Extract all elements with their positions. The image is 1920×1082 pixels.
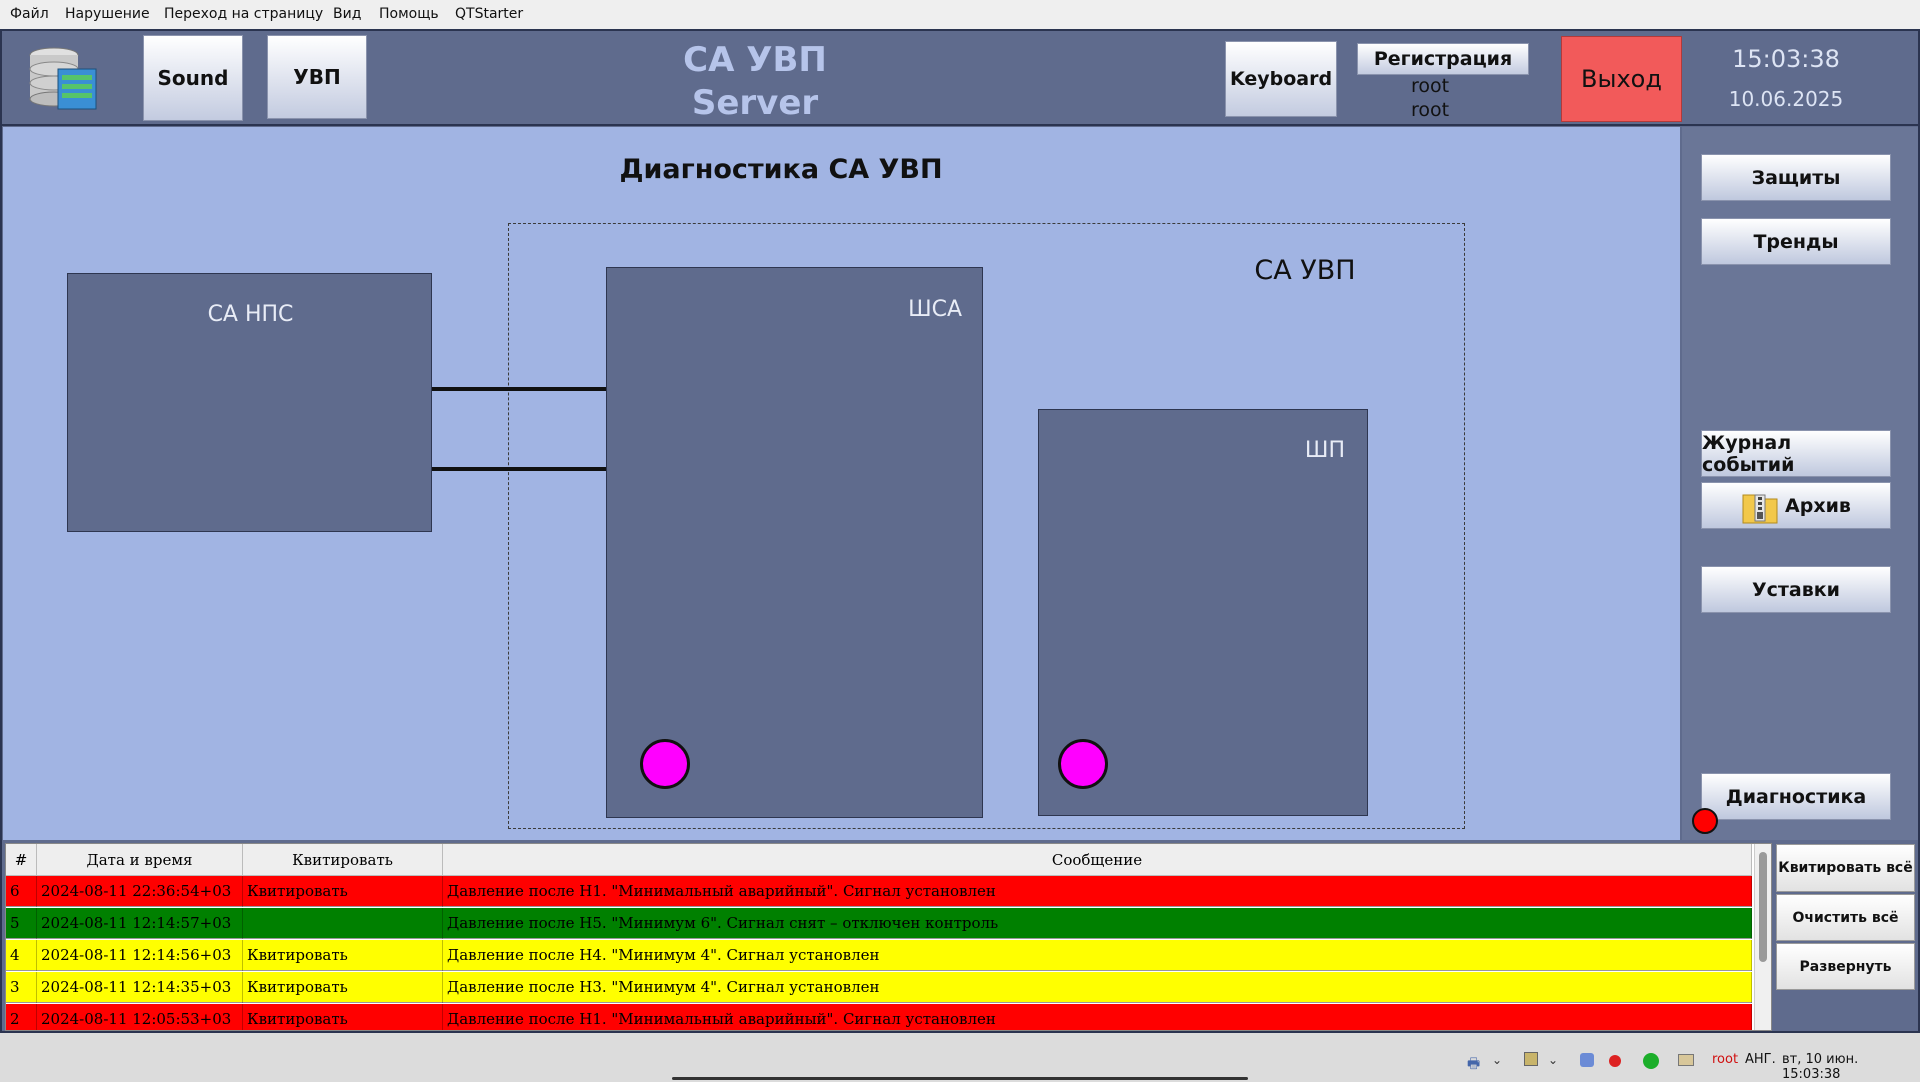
cabinet-sa-nps[interactable]: СА НПС [67, 273, 432, 532]
keyboard-layout[interactable]: АНГ. [1745, 1052, 1776, 1067]
cell-ack[interactable]: Квитировать [243, 1004, 443, 1030]
window-indicator [672, 1077, 1248, 1080]
app-title: СА УВП [683, 40, 827, 80]
printer-icon[interactable]: 🖶 [1467, 1056, 1481, 1072]
trends-button[interactable]: Тренды [1701, 218, 1891, 265]
zip-folder-icon [1741, 487, 1779, 525]
clear-all-button[interactable]: Очистить всё [1776, 894, 1915, 941]
chevron-down-icon[interactable]: ⌄ [1548, 1053, 1559, 1067]
connection-line [432, 387, 607, 391]
menu-help[interactable]: Помощь [379, 6, 439, 22]
uvp-group-label: СА УВП [1254, 255, 1356, 286]
cell-message: Давление после Н4. "Минимум 4". Сигнал у… [443, 940, 1752, 971]
alarm-indicator [1692, 808, 1718, 834]
cell-num: 6 [6, 876, 37, 907]
ack-all-button[interactable]: Квитировать всё [1776, 844, 1915, 892]
cell-datetime: 2024-08-11 12:14:57+03 [37, 908, 243, 939]
clipboard-icon[interactable] [1524, 1052, 1538, 1066]
cabinet-shsa[interactable]: ШСА [606, 267, 983, 818]
cell-datetime: 2024-08-11 12:14:35+03 [37, 972, 243, 1003]
cell-ack[interactable]: Квитировать [243, 940, 443, 971]
column-header-num[interactable]: # [6, 844, 37, 876]
clock-time: 15:03:38 [1732, 45, 1840, 73]
diagnostics-button[interactable]: Диагностика [1701, 773, 1891, 820]
uvp-group-frame [508, 223, 1465, 829]
header-separator [0, 124, 1920, 126]
cabinet-sa-nps-label: СА НПС [207, 302, 294, 327]
folder-icon[interactable] [1678, 1054, 1694, 1066]
sound-button[interactable]: Sound [143, 35, 243, 121]
cabinet-shsa-label: ШСА [908, 297, 962, 322]
cell-datetime: 2024-08-11 12:05:53+03 [37, 1004, 243, 1030]
expand-button[interactable]: Развернуть [1776, 943, 1915, 990]
archive-label: Архив [1785, 494, 1851, 517]
protections-button[interactable]: Защиты [1701, 154, 1891, 201]
column-header-ack[interactable]: Квитировать [243, 844, 443, 876]
register-button[interactable]: Регистрация [1357, 43, 1529, 75]
cell-num: 4 [6, 940, 37, 971]
menu-view[interactable]: Вид [333, 6, 362, 22]
scrollbar-thumb[interactable] [1759, 852, 1767, 962]
event-log-button[interactable]: Журнал событий [1701, 430, 1891, 477]
cell-ack[interactable]: Квитировать [243, 876, 443, 907]
status-green-icon[interactable] [1643, 1053, 1659, 1069]
shp-status-indicator [1058, 739, 1108, 789]
setpoints-button[interactable]: Уставки [1701, 566, 1891, 613]
user-group: root [1410, 99, 1450, 121]
taskbar-clock[interactable]: вт, 10 июн. 15:03:38 [1782, 1052, 1859, 1082]
cell-message: Давление после Н1. "Минимальный аварийны… [443, 876, 1752, 907]
cell-message: Давление после Н1. "Минимальный аварийны… [443, 1004, 1752, 1030]
menu-file[interactable]: Файл [10, 6, 49, 22]
menu-goto-page[interactable]: Переход на страницу [164, 6, 324, 22]
cell-num: 5 [6, 908, 37, 939]
cell-message: Давление после Н3. "Минимум 4". Сигнал у… [443, 972, 1752, 1003]
cell-datetime: 2024-08-11 12:14:56+03 [37, 940, 243, 971]
table-scrollbar[interactable] [1754, 844, 1771, 1030]
database-icon [24, 43, 102, 115]
cell-datetime: 2024-08-11 22:36:54+03 [37, 876, 243, 907]
connection-line [432, 467, 607, 471]
column-header-message[interactable]: Сообщение [443, 844, 1752, 876]
cell-ack[interactable]: Квитировать [243, 972, 443, 1003]
exit-button[interactable]: Выход [1561, 36, 1682, 122]
archive-button[interactable]: Архив [1701, 482, 1891, 529]
taskbar-user: root [1712, 1052, 1739, 1067]
system-taskbar: 🖶 ⌄ ⌄ root АНГ. вт, 10 июн. 15:03:38 [0, 1044, 1920, 1082]
diagnostic-title: Диагностика СА УВП [619, 154, 943, 185]
cell-message: Давление после Н5. "Минимум 6". Сигнал с… [443, 908, 1752, 939]
cell-ack[interactable] [243, 908, 443, 939]
app-subtitle: Server [691, 83, 819, 123]
menu-bar: Файл Нарушение Переход на страницу Вид П… [0, 0, 1920, 29]
cell-num: 2 [6, 1004, 37, 1030]
error-icon[interactable] [1609, 1055, 1621, 1067]
cabinet-shp-label: ШП [1304, 438, 1345, 463]
keyboard-button[interactable]: Keyboard [1225, 41, 1337, 117]
uvp-button[interactable]: УВП [267, 35, 367, 119]
menu-qtstarter[interactable]: QTStarter [455, 6, 524, 22]
cabinet-shp[interactable]: ШП [1038, 409, 1368, 816]
menu-violation[interactable]: Нарушение [65, 6, 150, 22]
clock-date: 10.06.2025 [1728, 87, 1844, 111]
user-name: root [1410, 75, 1450, 97]
column-header-datetime[interactable]: Дата и время [37, 844, 243, 876]
chevron-down-icon[interactable]: ⌄ [1492, 1053, 1503, 1067]
shsa-status-indicator [640, 739, 690, 789]
network-icon[interactable] [1580, 1053, 1594, 1067]
cell-num: 3 [6, 972, 37, 1003]
